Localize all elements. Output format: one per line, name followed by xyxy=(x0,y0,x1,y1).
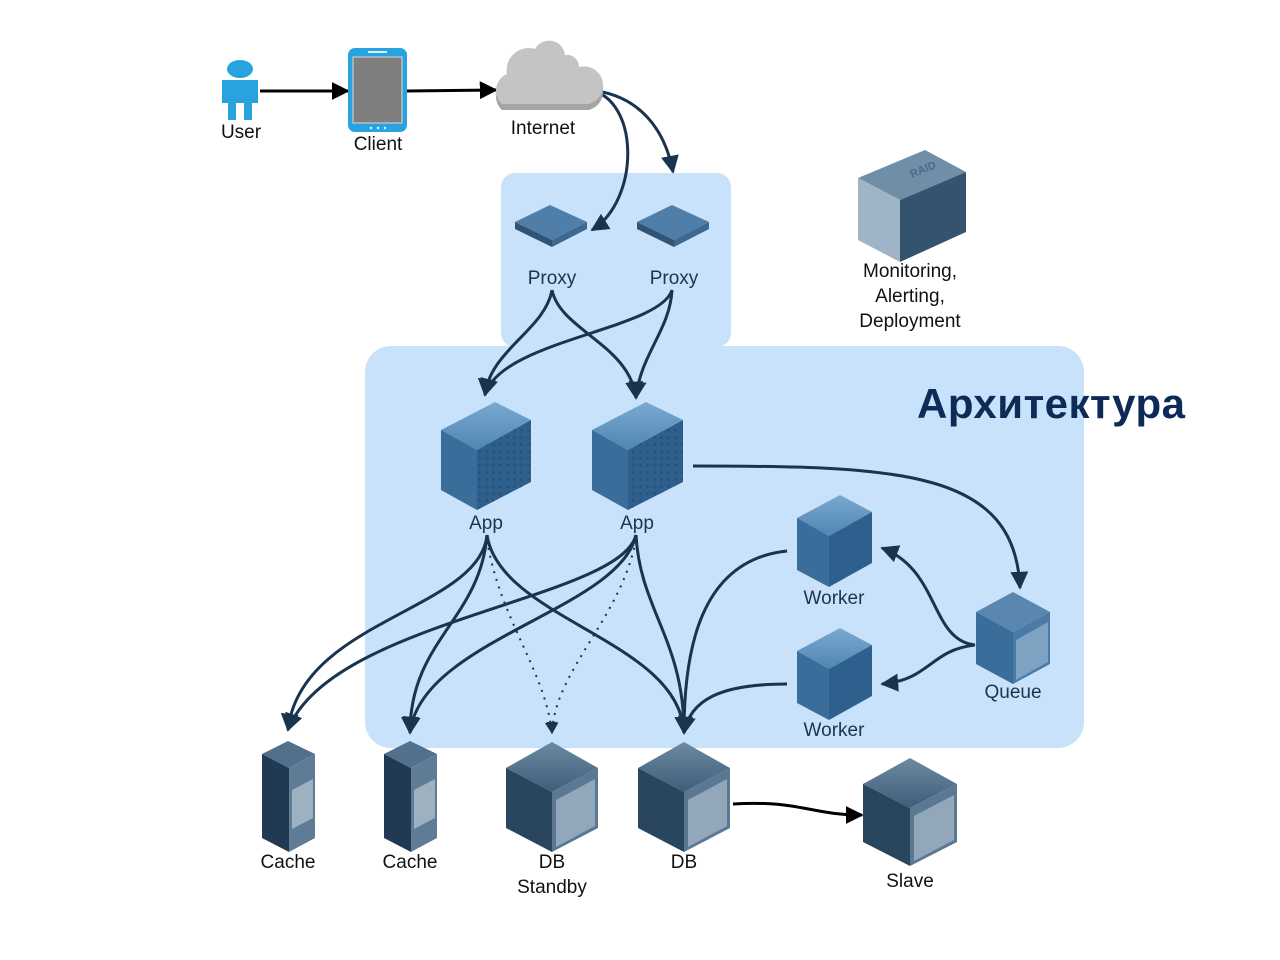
edge-app1-cache2 xyxy=(401,534,489,735)
user-icon[interactable] xyxy=(222,60,258,120)
network-appliance-icon[interactable] xyxy=(515,205,587,247)
rack-server-icon[interactable] xyxy=(262,741,315,852)
tablet-icon[interactable] xyxy=(348,48,407,132)
server-icon[interactable] xyxy=(592,402,683,510)
node-label-queue: Queue xyxy=(984,682,1042,703)
edge-proxy1-app2 xyxy=(550,289,644,400)
server-icon[interactable] xyxy=(441,402,531,510)
node-label-worker1: Worker xyxy=(803,588,865,609)
server-icon[interactable] xyxy=(797,495,872,587)
rack-server-icon[interactable] xyxy=(384,741,437,852)
edge-app2-cache2 xyxy=(402,534,638,735)
network-appliance-icon[interactable] xyxy=(637,205,709,247)
edge-internet-proxy1 xyxy=(589,88,630,232)
edge-app2-dbstandby xyxy=(546,539,637,735)
edge-app1-db xyxy=(485,534,693,735)
edge-worker1-db xyxy=(675,549,788,735)
node-label-user: User xyxy=(220,122,262,143)
edge-queue-worker1 xyxy=(880,545,976,647)
edge-proxy2-app2 xyxy=(628,289,674,400)
edge-app1-dbstandby xyxy=(486,539,557,735)
node-label-app2: App xyxy=(620,513,654,534)
cloud-icon[interactable] xyxy=(495,40,604,110)
diagram-title: Архитектура xyxy=(917,380,1186,427)
edge-proxy2-app1 xyxy=(480,289,674,397)
node-label-slave: Slave xyxy=(886,871,934,892)
edge-db-slave xyxy=(732,801,864,824)
node-label-internet: Internet xyxy=(510,118,576,139)
edge-queue-worker2 xyxy=(880,643,976,692)
storage-server-icon[interactable] xyxy=(638,742,730,852)
edge-app2-db xyxy=(634,534,693,735)
node-label-proxy2: Proxy xyxy=(649,268,699,289)
edge-internet-proxy2 xyxy=(589,88,679,174)
node-label-worker2: Worker xyxy=(803,720,865,741)
storage-server-icon[interactable] xyxy=(976,592,1050,684)
node-label-proxy1: Proxy xyxy=(527,268,577,289)
node-label-cache1: Cache xyxy=(260,852,316,873)
node-label-cache2: Cache xyxy=(382,852,438,873)
edge-app2-queue xyxy=(692,464,1029,590)
node-label-monitoring: Monitoring, Alerting, Deployment xyxy=(859,261,961,332)
raid-server-icon[interactable]: RAID xyxy=(858,150,966,262)
node-label-db-standby: DB Standby xyxy=(517,852,587,898)
edge-app1-cache1 xyxy=(280,534,489,732)
edge-app2-cache1 xyxy=(285,534,638,732)
edge-worker2-db xyxy=(678,682,788,735)
node-label-db: DB xyxy=(670,852,698,873)
node-label-app1: App xyxy=(469,513,503,534)
node-label-client: Client xyxy=(353,134,403,155)
edge-client-internet xyxy=(406,81,498,100)
storage-server-icon[interactable] xyxy=(506,742,598,852)
storage-server-icon[interactable] xyxy=(863,758,957,866)
server-icon[interactable] xyxy=(797,628,872,720)
